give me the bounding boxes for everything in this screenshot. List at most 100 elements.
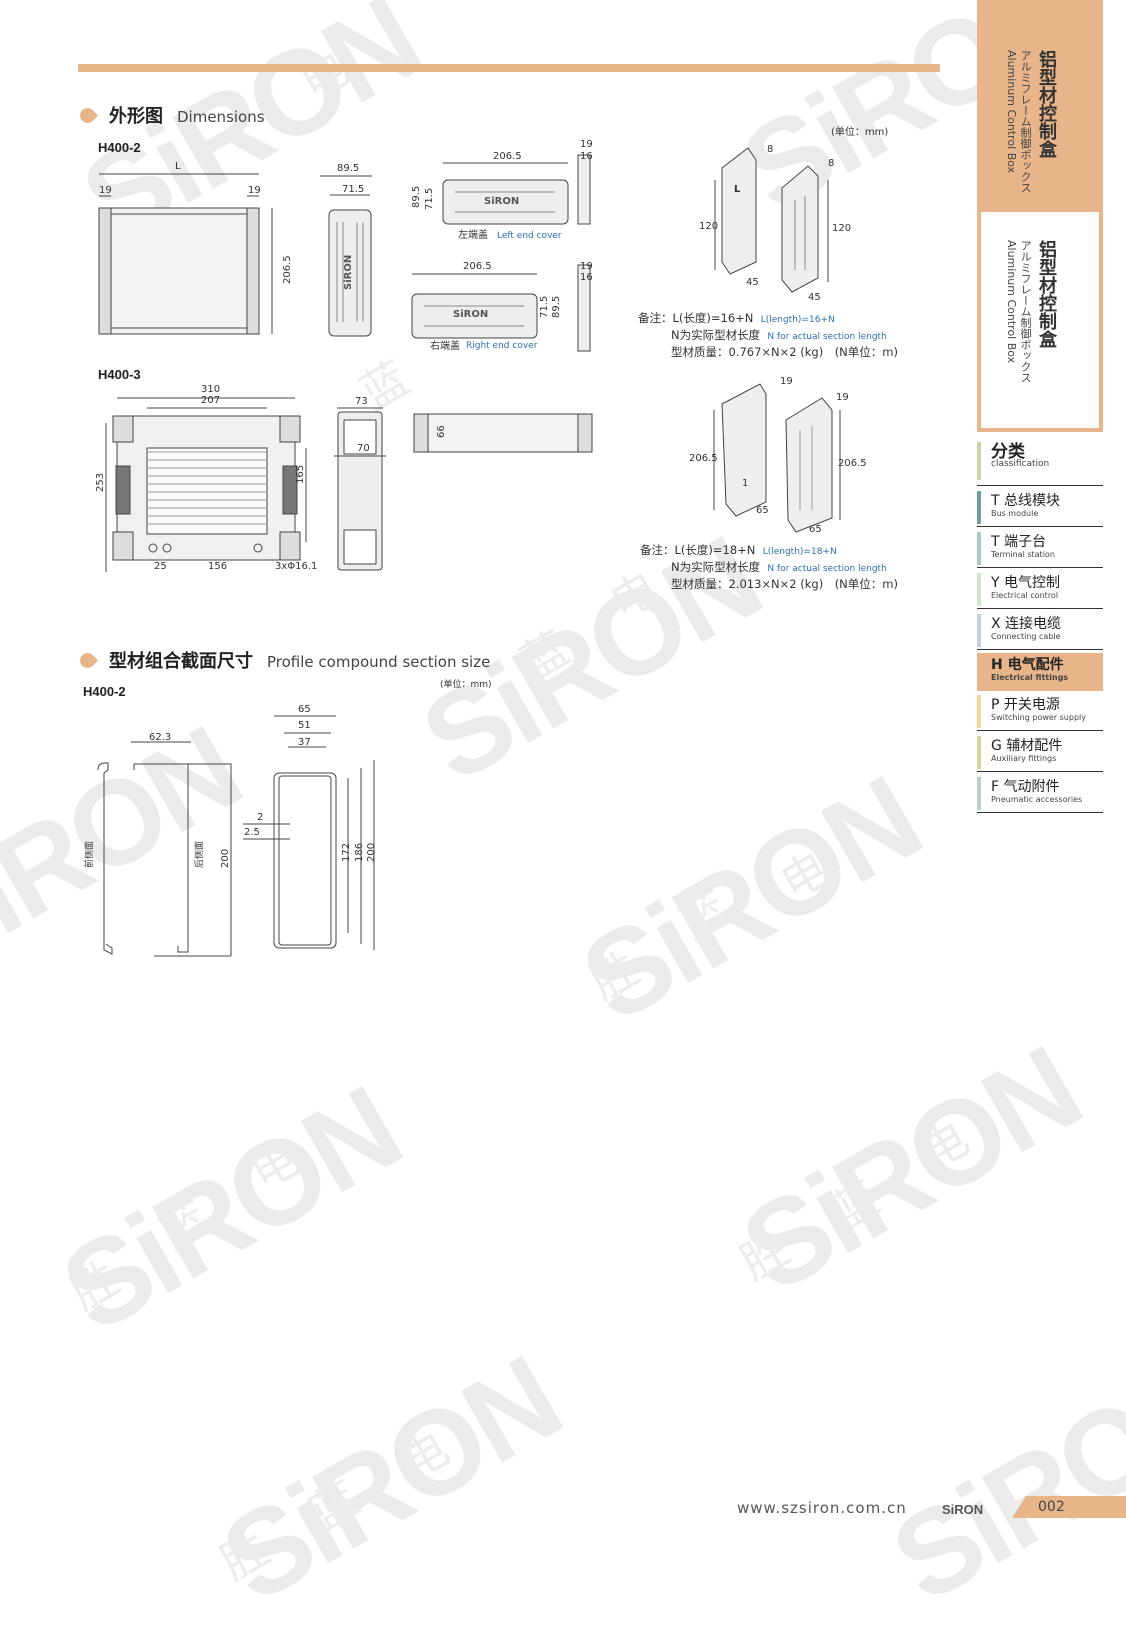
dim-label: 253 [95,472,106,492]
sidebar-classification-heading: 分类 classification [977,440,1103,486]
dim-label: 71.5 [342,184,365,195]
dim-label: 71.5 [539,295,550,318]
dim-label: 120 [699,221,719,232]
item-en: Pneumatic accessories [991,795,1083,804]
unit-label: (单位：mm) [440,680,492,690]
dim-label: 89.5 [411,185,422,208]
right-cover-label-en: Right end cover [466,341,538,351]
page-number: 002 [1038,1499,1065,1515]
sidebar-title-jp: アルミフレーム制御ボックス [1019,240,1032,383]
dim-label: 206.5 [282,255,293,284]
item-en: Auxiliary fittings [991,754,1057,763]
footer-url[interactable]: www.szsiron.com.cn [737,1499,907,1517]
note-line-en: N for actual section length [767,564,887,574]
dim-label: 206.5 [493,151,522,162]
dim-label: 45 [808,292,821,303]
rear-side-label: 后侧面 [195,840,205,868]
dim-label: 45 [746,277,759,288]
section-title-en: Profile compound section size [267,653,491,671]
section-title-en: Dimensions [177,108,265,126]
dim-label: 89.5 [337,163,360,174]
orange-bullet-icon [76,104,99,126]
note-line: 型材质量：0.767×N×2 (kg) (N单位：m) [671,345,898,359]
dim-label: L [734,184,741,195]
sidebar-title-block-active: 铝型材控制盒 アルミフレーム制御ボックス Aluminum Control Bo… [977,0,1103,212]
sidebar-title-jp: アルミフレーム制御ボックス [1019,50,1032,193]
sidebar-title-cn: 铝型材控制盒 [1036,50,1057,158]
dim-label: 71.5 [424,187,435,210]
dim-label: 70 [357,443,370,454]
dim-label: 3xΦ16.1 [275,561,318,572]
left-cover-label-en: Left end cover [497,231,562,241]
dim-label: 120 [832,223,852,234]
profile-section-drawing [97,715,375,957]
right-cover-label-cn: 右端盖 [430,341,460,352]
dim-label: 19 [580,261,593,272]
item-en: Connecting cable [991,632,1061,641]
dim-label: 65 [298,704,311,715]
model-label: H400-3 [98,367,141,382]
model-label: H400-2 [83,684,126,699]
item-en: Electrical control [991,591,1059,600]
left-cover-label-cn: 左端盖 [458,230,488,241]
dim-label: 200 [366,842,377,862]
dim-label: 165 [295,464,306,484]
dim-label: 66 [436,425,447,438]
note-line-en: N for actual section length [767,332,887,342]
item-cn: G 辅材配件 [991,738,1063,754]
orange-bullet-icon [76,649,99,671]
dim-label: 19 [780,376,793,387]
dim-label: 1 [742,478,749,489]
heading-en: classification [991,459,1050,469]
dim-label: 172 [341,842,352,862]
sidebar-title-block: 铝型材控制盒 アルミフレーム制御ボックス Aluminum Control Bo… [977,212,1103,432]
item-cn: X 连接电缆 [991,616,1062,632]
sidebar-title-cn: 铝型材控制盒 [1036,240,1057,348]
top-accent-bar [78,64,940,72]
model-label: H400-2 [98,140,141,155]
watermark: SiRON [201,1331,580,1628]
dim-label: 89.5 [551,295,562,318]
item-en: Terminal station [991,550,1055,559]
section-title-cn: 型材组合截面尺寸 [109,651,253,672]
item-cn: P 开关电源 [991,697,1060,713]
dim-label: 206.5 [838,458,867,469]
dim-label: 16 [580,272,593,283]
watermark-char: 蓝 [351,350,418,421]
dim-label: 62.3 [149,732,172,743]
dim-label: 19 [248,185,261,196]
dim-label: 37 [298,737,311,748]
dim-label: 206.5 [689,453,718,464]
dim-label: 2.5 [244,827,260,838]
note-line-en: L(length)=18+N [762,547,837,557]
dim-label: 19 [836,392,849,403]
dim-label: L [175,161,181,172]
section-heading-profile: 型材组合截面尺寸 Profile compound section size [76,647,491,673]
footer-logo: SiRON [942,1502,984,1517]
dim-label: 8 [767,144,774,155]
heading-cn: 分类 [991,442,1025,462]
logo-mark: SiRON [484,196,520,207]
h400-3-drawings [105,383,841,572]
note-line: 型材质量：2.013×N×2 (kg) (N单位：m) [671,577,898,591]
logo-mark: SiRON [343,254,354,290]
note-block: 备注：L(长度)=18+N L(length)=18+N N为实际型材长度 N … [640,543,898,592]
note-line-en: L(length)=16+N [760,315,835,325]
dim-label: 310 [201,384,221,395]
dim-label: 73 [355,396,368,407]
note-line: N为实际型材长度 [671,560,761,574]
dim-label: 51 [298,720,311,731]
dim-label: 65 [809,524,822,535]
dim-label: 200 [220,848,231,868]
dim-label: 65 [756,505,769,516]
dim-label: 19 [580,139,593,150]
item-cn: Y 电气控制 [991,575,1061,591]
